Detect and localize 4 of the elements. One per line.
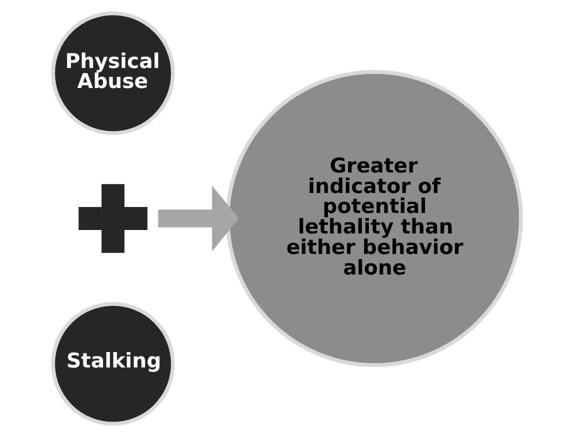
node-circle: Stalking xyxy=(51,302,175,426)
node-circle: Greater indicator of potential lethality than either behavior alone xyxy=(226,70,523,367)
arrow xyxy=(158,186,239,252)
node-circle: Physical Abuse xyxy=(51,11,175,135)
